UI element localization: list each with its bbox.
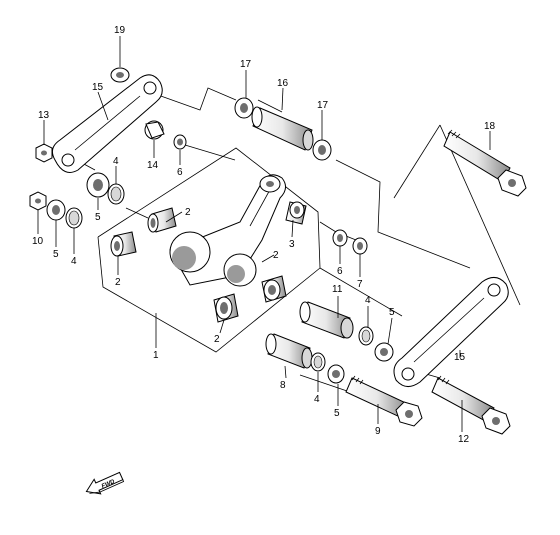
washer-5-upper-left [86, 172, 110, 198]
washer-5-right-middle [374, 342, 394, 362]
bolt-12 [431, 375, 511, 435]
callout-5-upper: 5 [95, 212, 101, 223]
callout-9: 9 [375, 426, 381, 437]
washer-5-lower-left [46, 199, 66, 221]
callout-5-right: 5 [389, 307, 395, 318]
callout-5-left: 5 [53, 249, 59, 260]
nut-19 [110, 67, 130, 83]
callout-17-left: 17 [240, 59, 252, 70]
callout-14: 14 [147, 160, 159, 171]
seal-4-lower [310, 352, 326, 372]
spacer-8 [265, 333, 313, 369]
washer-5-lower [327, 364, 345, 384]
callout-10: 10 [32, 236, 44, 247]
spacer-11 [299, 301, 354, 339]
seal-4-lower-left [65, 207, 83, 229]
callout-2-bottom: 2 [214, 334, 220, 345]
fwd-label: FWD [101, 479, 117, 490]
callout-7: 7 [357, 279, 363, 290]
washer-17-left [234, 97, 254, 119]
seal-4-right-middle [358, 326, 374, 346]
bolt-9 [345, 375, 423, 427]
bearing-2-left [110, 231, 137, 257]
callout-4-lower: 4 [314, 394, 320, 405]
bush-14 [144, 120, 165, 140]
fwd-arrow: FWD [85, 471, 125, 495]
seal-6-right [332, 229, 348, 247]
bearing-2-top [147, 207, 177, 233]
callout-15-upper: 15 [92, 82, 104, 93]
washer-17-right [312, 139, 332, 161]
callout-18: 18 [484, 121, 496, 132]
callout-17-right: 17 [317, 100, 329, 111]
seal-6-upper [173, 134, 187, 150]
callout-13: 13 [38, 110, 50, 121]
callout-1: 1 [153, 350, 159, 361]
callout-12: 12 [458, 434, 470, 445]
callout-5-lower: 5 [334, 408, 340, 419]
callout-2-right: 2 [273, 250, 279, 261]
callout-labels: 19 15 13 17 16 17 18 14 6 4 5 10 5 4 2 2… [32, 25, 496, 445]
nut-10 [29, 191, 47, 211]
bearing-3 [285, 201, 307, 225]
callout-6-right: 6 [337, 266, 343, 277]
tie-rod-15-upper [51, 74, 163, 173]
bearing-2-bottom [213, 293, 239, 323]
callout-2-left: 2 [115, 277, 121, 288]
callout-3: 3 [289, 239, 295, 250]
seal-4-upper-left [107, 183, 125, 205]
tie-rod-15-lower [393, 277, 509, 387]
callout-4-upper: 4 [113, 156, 119, 167]
callout-16: 16 [277, 78, 289, 89]
nut-13 [35, 143, 53, 163]
bearing-2-right [261, 275, 287, 303]
cushion-lever-body [169, 174, 286, 287]
callout-4-left: 4 [71, 256, 77, 267]
washer-7 [352, 237, 368, 255]
callout-6-upper: 6 [177, 167, 183, 178]
spacer-16 [251, 106, 314, 151]
bolt-18 [443, 129, 527, 197]
callout-2-top: 2 [185, 207, 191, 218]
callout-4-right: 4 [365, 295, 371, 306]
callout-19: 19 [114, 25, 126, 36]
callout-11: 11 [332, 284, 343, 295]
leader-lines [37, 36, 491, 432]
callout-15-lower: 15 [454, 352, 466, 363]
callout-8: 8 [280, 380, 286, 391]
